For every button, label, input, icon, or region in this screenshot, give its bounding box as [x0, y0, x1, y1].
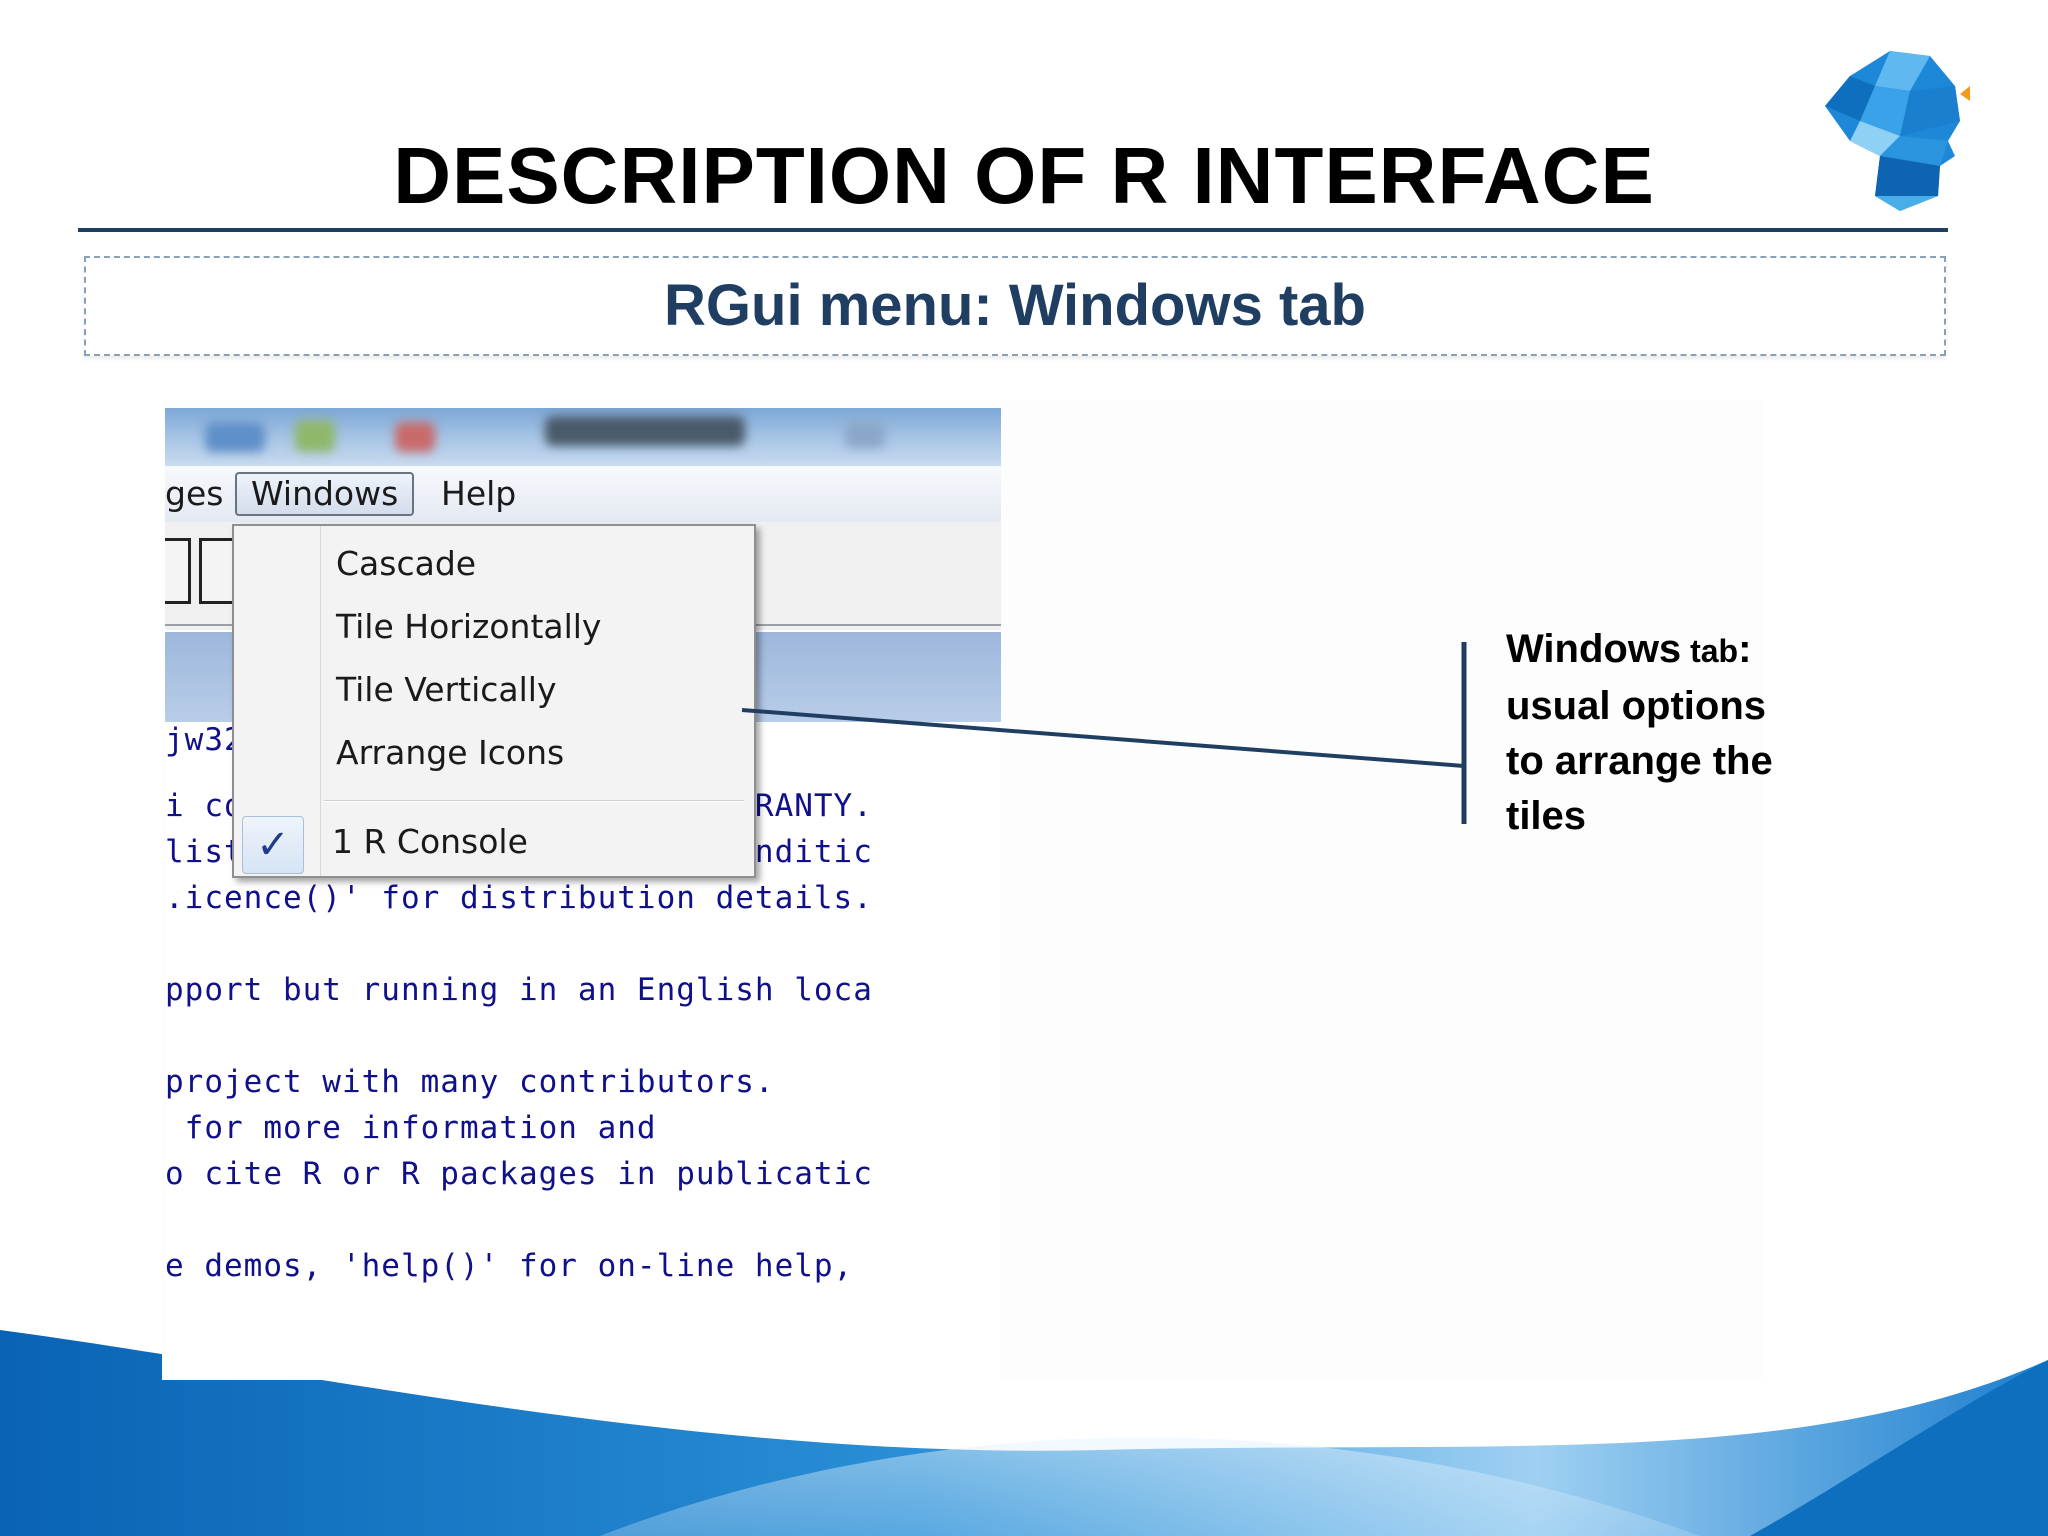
menu-separator — [324, 800, 744, 802]
menu-item-tile-horizontally[interactable]: Tile Horizontally — [336, 607, 602, 646]
menu-item-r-console[interactable]: 1 R Console — [332, 822, 528, 861]
window-titlebar — [165, 408, 1001, 466]
menu-item-cascade[interactable]: Cascade — [336, 544, 477, 583]
callout-line-4: tiles — [1506, 794, 1587, 838]
callout-text: Windows tab: usual options to arrange th… — [1506, 622, 1826, 844]
console-line: o cite R or R packages in publicatic — [165, 1156, 873, 1192]
menu-packages[interactable]: ges — [165, 474, 224, 513]
windows-menu-dropdown: Cascade Tile Horizontally Tile Verticall… — [232, 524, 756, 878]
console-line: e demos, 'help()' for on-line help, — [165, 1248, 854, 1284]
console-line: pport but running in an English loca — [165, 972, 873, 1008]
checkmark-icon: ✓ — [242, 816, 304, 874]
menu-help[interactable]: Help — [441, 474, 517, 513]
toolbar-button[interactable] — [165, 538, 191, 604]
slide-subtitle: RGui menu: Windows tab — [664, 273, 1366, 338]
callout-line-1: Windows tab: — [1506, 627, 1752, 671]
console-line: .icence()' for distribution details. — [165, 880, 873, 916]
subtitle-box: RGui menu: Windows tab — [84, 256, 1946, 356]
menu-item-tile-vertically[interactable]: Tile Vertically — [336, 670, 557, 709]
slide-title: DESCRIPTION OF R INTERFACE — [393, 131, 1655, 220]
console-line: jw32 — [165, 722, 244, 758]
brain-head-logo-icon — [1825, 51, 1970, 211]
callout-line-2: usual options — [1506, 684, 1766, 728]
console-line: for more information and — [165, 1110, 657, 1146]
menu-windows[interactable]: Windows — [235, 472, 415, 516]
menu-gutter — [234, 526, 321, 876]
title-rule — [78, 228, 1948, 232]
menu-item-arrange-icons[interactable]: Arrange Icons — [336, 733, 565, 772]
bottom-wave-decoration — [0, 1330, 2048, 1536]
console-line: project with many contributors. — [165, 1064, 775, 1100]
menubar: ges Windows Help — [165, 466, 1001, 523]
callout-line-3: to arrange the — [1506, 739, 1773, 783]
